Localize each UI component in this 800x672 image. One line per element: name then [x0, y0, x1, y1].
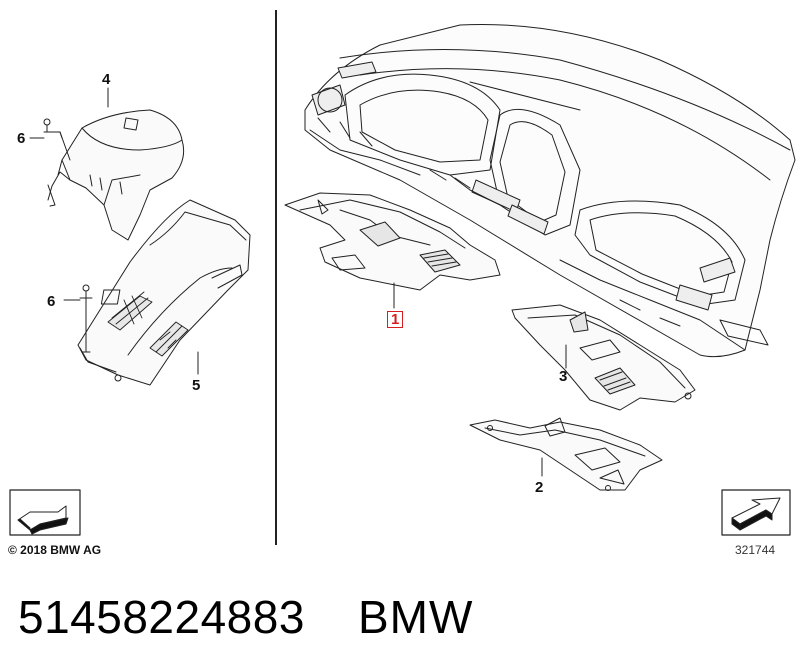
part-2-lower-glovebox-panel: [469, 417, 663, 491]
part-3-glovebox-trim: [511, 304, 696, 411]
arrow-nav-icon-left: [9, 489, 81, 536]
callout-5: 5: [192, 377, 201, 394]
callout-2: 2: [535, 479, 544, 496]
part-1-center-trim-panel: [284, 192, 501, 291]
callout-6-top: 6: [17, 130, 26, 147]
part-6-screw-bottom: [79, 284, 93, 353]
image-number: 321744: [735, 543, 776, 557]
callout-6-bottom: 6: [47, 293, 56, 310]
part-5-lower-trim: [77, 199, 251, 386]
callout-1-highlighted: 1: [387, 311, 404, 328]
panel-divider: [275, 10, 277, 545]
diagram-drawing: [9, 23, 796, 536]
brand-name: BMW: [358, 591, 474, 643]
part-4-upper-column-trim: [47, 109, 185, 241]
arrow-nav-icon-right: [721, 489, 791, 536]
callout-4: 4: [102, 71, 111, 88]
parts-diagram: 4 6 6 5 1 3 2 © 2018 BMW AG 321744: [8, 10, 796, 557]
part-number: 51458224883: [18, 591, 305, 643]
dashboard-assembly: [304, 23, 796, 358]
copyright-text: © 2018 BMW AG: [8, 543, 102, 557]
part-6-screw-top: [43, 118, 71, 161]
callout-3: 3: [559, 368, 568, 385]
